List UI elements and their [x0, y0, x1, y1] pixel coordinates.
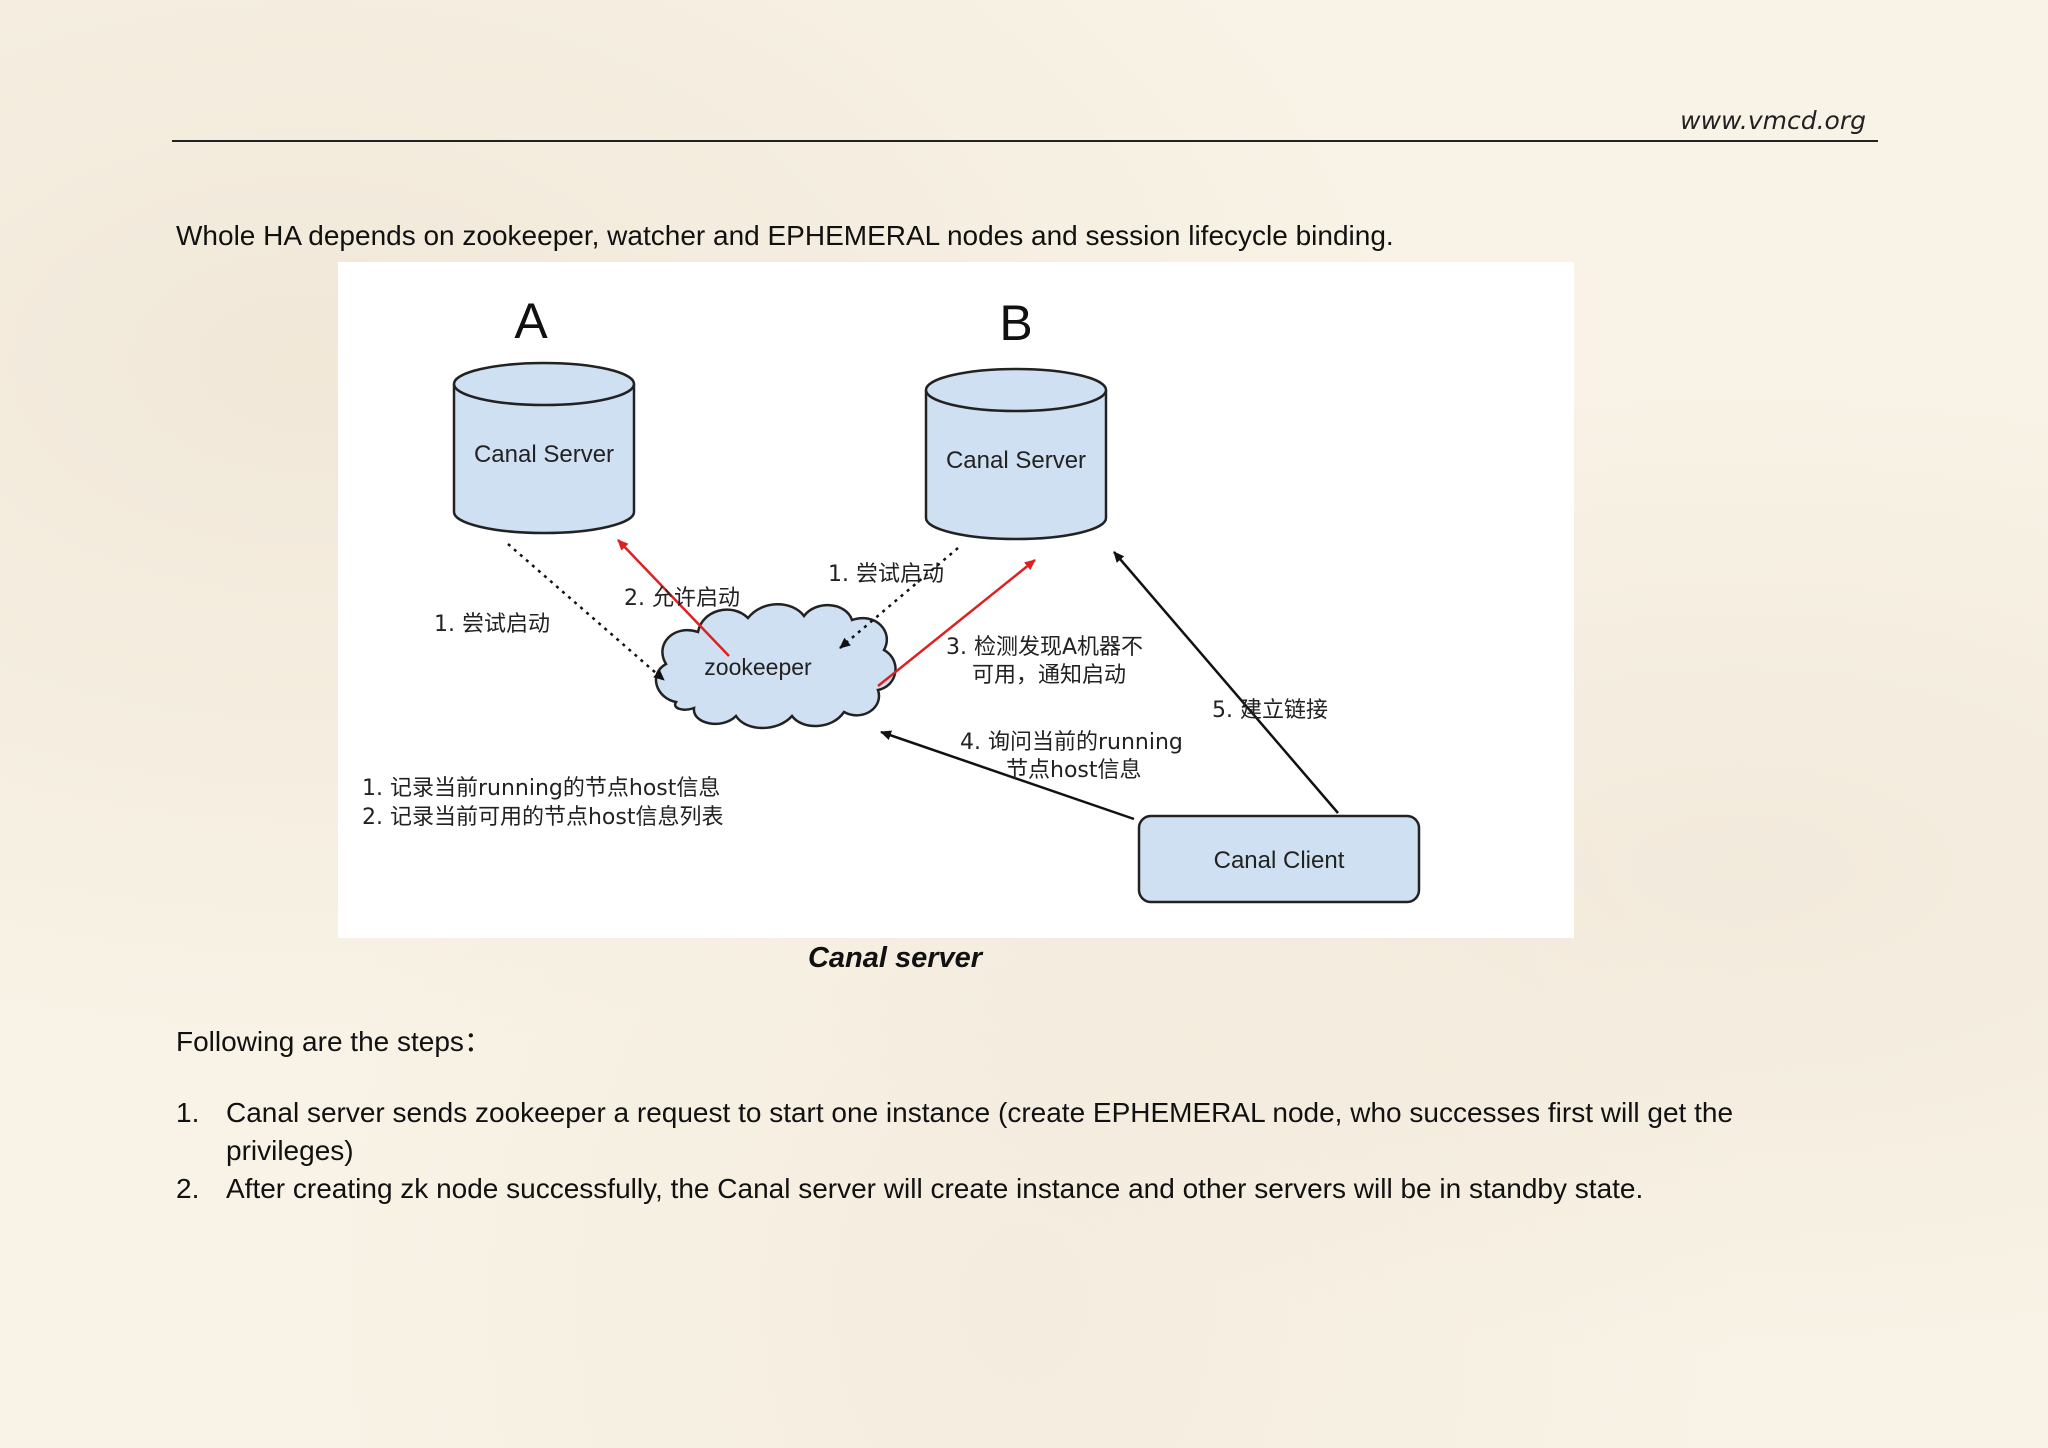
server-b-letter: B [999, 295, 1032, 351]
arrow-allow-start [617, 539, 730, 657]
step-text: After creating zk node successfully, the… [226, 1173, 1644, 1204]
step-number: 1. [176, 1097, 200, 1128]
list-item: 1. Canal server sends zookeeper a reques… [176, 1094, 1816, 1170]
list-item: 2. After creating zk node successfully, … [176, 1170, 1816, 1208]
label-detect-line2: 可用，通知启动 [972, 663, 1126, 688]
intro-paragraph: Whole HA depends on zookeeper, watcher a… [176, 220, 1394, 251]
arrow-query-running [880, 730, 1135, 821]
step-text: Canal server sends zookeeper a request t… [226, 1097, 1734, 1166]
zookeeper-label: zookeeper [704, 654, 812, 680]
steps-intro: Following are the steps： [176, 1026, 492, 1057]
server-a: A Canal Server [452, 293, 636, 535]
server-a-cylinder [452, 361, 636, 535]
arrow-b-try-start [839, 547, 959, 649]
step-number: 2. [176, 1173, 200, 1204]
steps-list: 1. Canal server sends zookeeper a reques… [176, 1094, 1816, 1208]
server-b-label: Canal Server [946, 447, 1086, 474]
label-a-try-start: 1. 尝试启动 [434, 612, 550, 637]
label-zk-note2: 2. 记录当前可用的节点host信息列表 [362, 805, 723, 830]
label-query-line2: 节点host信息 [1006, 758, 1142, 783]
canal-client-label: Canal Client [1214, 847, 1345, 874]
label-connect: 5. 建立链接 [1212, 698, 1328, 723]
zookeeper-node: zookeeper [654, 603, 897, 730]
arrow-establish-connection [1113, 551, 1339, 814]
server-a-letter: A [514, 293, 548, 349]
zookeeper-cloud-shape [654, 603, 897, 730]
header-url: www.vmcd.org [1680, 106, 1866, 135]
server-a-label: Canal Server [474, 441, 614, 468]
label-detect-line1: 3. 检测发现A机器不 [946, 635, 1143, 660]
arrow-notify-start [877, 559, 1036, 687]
server-b-cylinder [924, 367, 1108, 541]
label-b-try-start: 1. 尝试启动 [828, 562, 944, 587]
label-zk-note1: 1. 记录当前running的节点host信息 [362, 776, 720, 801]
figure-caption: Canal server [807, 942, 983, 974]
canal-client-node: Canal Client [1137, 814, 1421, 904]
label-query-line1: 4. 询问当前的running [960, 730, 1183, 755]
server-b: B Canal Server [924, 295, 1108, 541]
arrow-a-try-start [507, 543, 665, 681]
label-a-allow-start: 2. 允许启动 [624, 586, 740, 611]
header-rule [172, 140, 1878, 142]
ha-diagram: A Canal Server B Canal Server zookeeper … [338, 262, 1574, 938]
